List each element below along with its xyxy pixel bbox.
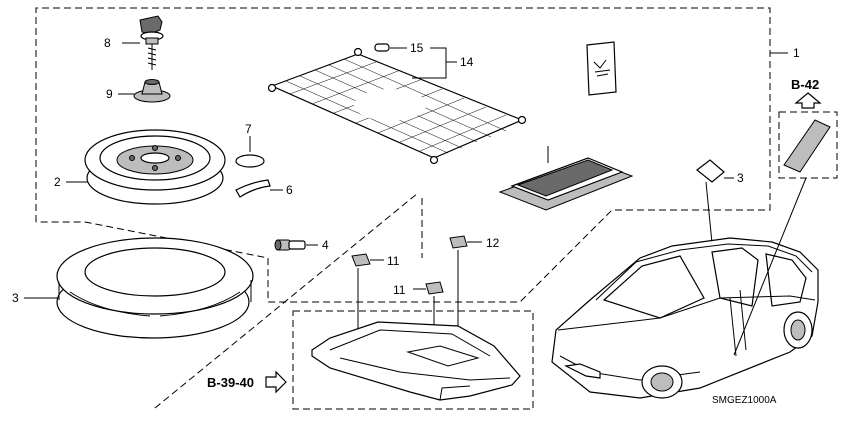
callout-1: 1 xyxy=(793,46,800,60)
divider-line xyxy=(154,192,419,409)
callout-4: 4 xyxy=(322,238,329,252)
tire-icon xyxy=(56,237,254,339)
callout-11a: 11 xyxy=(387,254,400,268)
hatchback-car-icon xyxy=(551,237,819,399)
callout-12: 12 xyxy=(486,236,500,250)
right-arrow-icon xyxy=(265,370,287,394)
pad-11a-icon xyxy=(351,253,371,267)
round-label-icon xyxy=(235,154,265,168)
clip-6-icon xyxy=(696,159,725,183)
ref-b42: B-42 xyxy=(791,77,819,92)
callout-14: 15 xyxy=(410,41,424,55)
callout-8: 7 xyxy=(245,122,252,136)
ref-b3940: B-39-40 xyxy=(207,375,254,390)
strip-label-icon xyxy=(235,179,271,198)
callout-9: 9 xyxy=(106,87,113,101)
up-arrow-icon xyxy=(794,92,822,109)
b42-strip-icon xyxy=(783,119,831,173)
spare-wheel-icon xyxy=(84,129,226,205)
callout-2: 2 xyxy=(54,175,61,189)
callout-11b: 11 xyxy=(393,283,406,297)
pad-11b-icon xyxy=(425,281,444,295)
diagram-code: SMGEZ1000A xyxy=(712,395,777,406)
valve-stem-icon xyxy=(274,239,306,251)
floor-mat-box xyxy=(292,310,534,410)
callout-3: 3 xyxy=(12,291,19,305)
trunk-floor-mat-icon xyxy=(311,321,521,401)
b42-box xyxy=(778,111,838,179)
pad-12-icon xyxy=(449,235,468,249)
warning-label-icon xyxy=(586,41,617,96)
callout-6: 3 xyxy=(737,171,744,185)
tool-bag-icon xyxy=(498,157,634,211)
callout-13: 14 xyxy=(460,55,474,69)
wing-nut-icon xyxy=(133,79,171,103)
jack-bolt-icon xyxy=(139,15,164,70)
callout-10: 8 xyxy=(104,36,111,50)
cargo-net-icon xyxy=(267,43,527,165)
callout-7: 6 xyxy=(286,183,293,197)
